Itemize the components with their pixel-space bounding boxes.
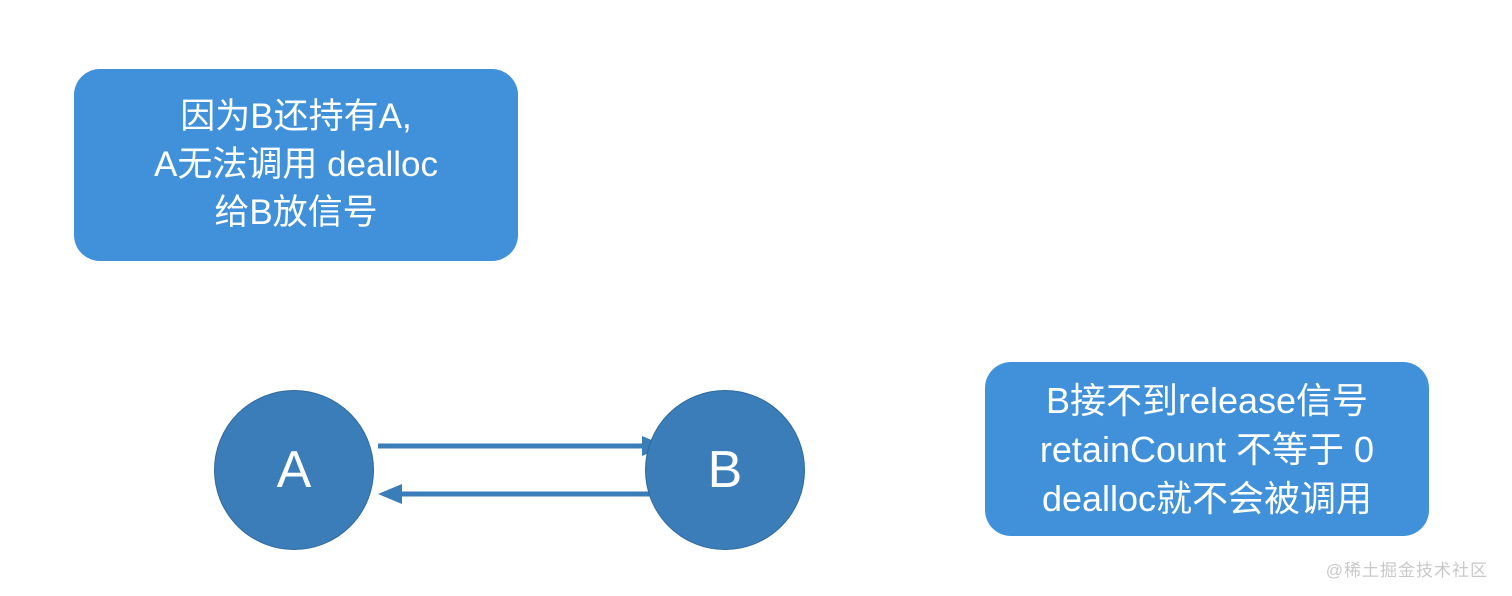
callout-left-line-2: A无法调用 dealloc (154, 145, 438, 184)
watermark: @稀土掘金技术社区 (1325, 561, 1488, 580)
node-a[interactable]: A (214, 390, 374, 550)
callout-right-line-3: dealloc就不会被调用 (1041, 477, 1373, 519)
edge-b-to-a (378, 484, 660, 504)
node-a-label: A (276, 441, 312, 499)
edge-a-to-b (378, 436, 666, 456)
callout-right: B接不到release信号 retainCount 不等于 0 dealloc就… (985, 362, 1429, 536)
callout-left-line-1: 因为B还持有A, (180, 97, 412, 136)
callout-right-line-2: retainCount 不等于 0 (1039, 428, 1375, 470)
callout-left-line-3: 给B放信号 (214, 193, 378, 232)
node-b-label: B (707, 441, 743, 499)
callout-right-line-1: B接不到release信号 (1045, 379, 1369, 421)
callout-left: 因为B还持有A, A无法调用 dealloc 给B放信号 (74, 69, 518, 261)
node-b[interactable]: B (645, 390, 805, 550)
